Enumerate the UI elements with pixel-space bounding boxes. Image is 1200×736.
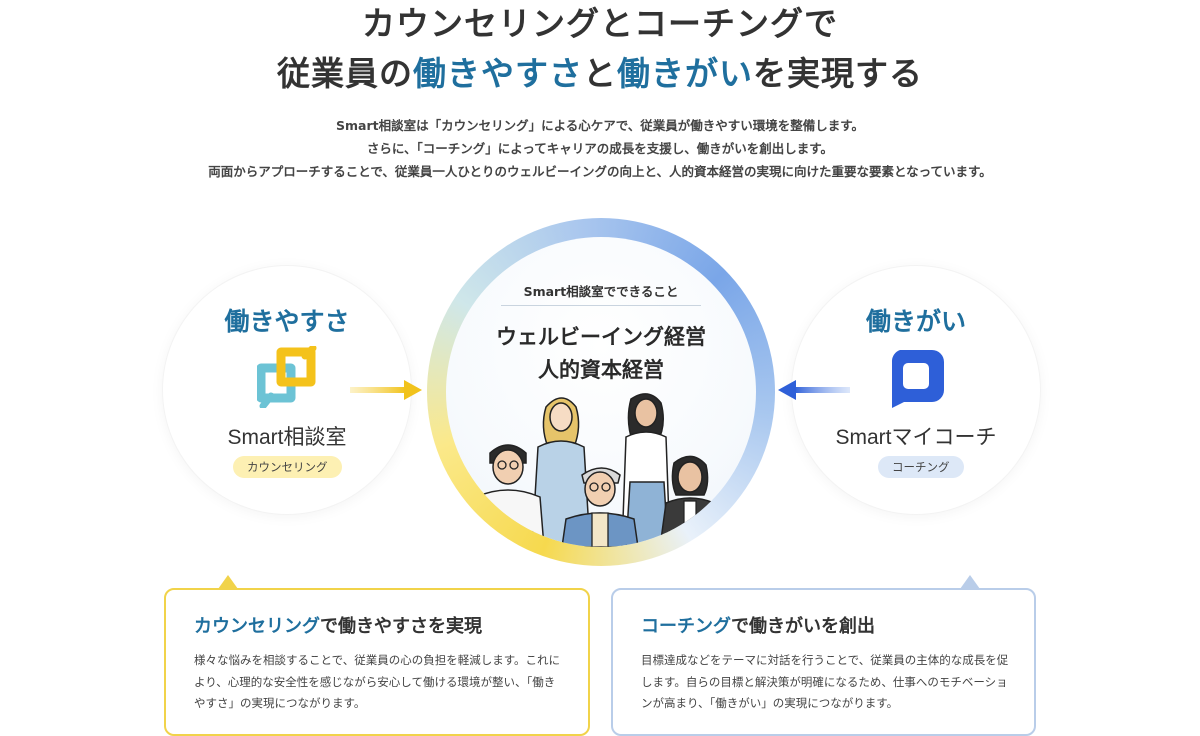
headline-highlight-hatarakiyasusa: 働きやすさ (413, 54, 583, 93)
headline-line2: 従業員の働きやすさと働きがいを実現する (0, 52, 1200, 96)
intro-line-1: Smart相談室は「カウンセリング」による心ケアで、従業員が働きやすい環境を整備… (336, 118, 864, 133)
people-group-illustration (471, 393, 721, 547)
headline-prefix: 従業員の (277, 54, 413, 93)
center-divider (501, 305, 701, 306)
coaching-badge: コーチング (878, 456, 964, 478)
center-main-human-capital: 人的資本経営 (538, 358, 664, 382)
card-left-pointer (218, 575, 238, 589)
card-right-pointer (960, 575, 980, 589)
person-woman-right (659, 455, 721, 547)
counseling-card-title: カウンセリングで働きやすさを実現 (194, 612, 482, 638)
intro-line-2: さらに、「コーチング」によってキャリアの成長を支援し、働きがいを創出します。 (366, 141, 834, 156)
coaching-card-title: コーチングで働きがいを創出 (641, 612, 875, 638)
person-older-man (561, 467, 639, 547)
headline-line1: カウンセリングとコーチングで (362, 4, 838, 43)
headline-highlight-hatarakigai: 働きがい (617, 54, 753, 93)
left-circle-title: 働きやすさ (224, 307, 350, 336)
counseling-card-title-accent: カウンセリング (194, 616, 320, 637)
arrow-right-icon (350, 380, 422, 400)
counseling-card-body: 様々な悩みを相談することで、従業員の心の負担を軽減します。これにより、心理的な安… (194, 653, 561, 710)
left-service-name: Smart相談室 (227, 426, 347, 449)
counseling-card: カウンセリングで働きやすさを実現 様々な悩みを相談することで、従業員の心の負担を… (164, 588, 590, 736)
coaching-card: コーチングで働きがいを創出 目標達成などをテーマに対話を行うことで、従業員の主体… (611, 588, 1036, 736)
counseling-card-title-rest: で働きやすさを実現 (320, 616, 482, 637)
headline-suffix: を実現する (753, 54, 923, 93)
right-service-name: Smartマイコーチ (835, 426, 997, 449)
coaching-card-title-rest: で働きがいを創出 (731, 616, 875, 637)
coaching-card-body: 目標達成などをテーマに対話を行うことで、従業員の主体的な成長を促します。自らの目… (641, 653, 1009, 710)
headline-mid: と (583, 54, 617, 93)
smart-soudanshitsu-logo-icon (257, 346, 317, 408)
intro-line-3: 両面からアプローチすることで、従業員一人ひとりのウェルビーイングの向上と、人的資… (208, 164, 992, 179)
right-circle-title: 働きがい (865, 307, 966, 336)
center-circle: Smart相談室でできること ウェルビーイング経営 人的資本経営 (446, 237, 756, 547)
person-man-glasses (471, 444, 545, 547)
coaching-card-title-accent: コーチング (641, 616, 731, 637)
center-caption: Smart相談室でできること (523, 284, 679, 299)
arrow-left-icon (778, 380, 850, 400)
counseling-badge: カウンセリング (233, 456, 342, 478)
smart-mycoach-logo-icon (891, 350, 944, 408)
center-main-wellbeing: ウェルビーイング経営 (496, 325, 706, 349)
